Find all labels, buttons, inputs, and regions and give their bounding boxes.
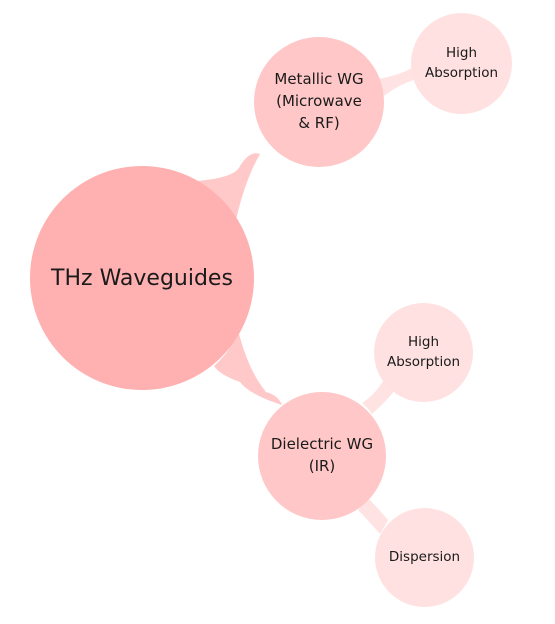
connector-root-dielectric xyxy=(214,330,282,405)
connector-dielectric-leaf-bottom xyxy=(358,498,388,534)
root-node-label: THz Waveguides xyxy=(51,265,233,291)
connector-root-metallic xyxy=(196,153,260,220)
leaf-node-label: High Absorption xyxy=(424,44,499,81)
connector-metallic-leaf xyxy=(378,67,416,96)
leaf-node-metallic-high-absorption: High Absorption xyxy=(411,13,512,114)
leaf-node-dispersion: Dispersion xyxy=(375,508,474,607)
leaf-node-label: High Absorption xyxy=(386,333,461,370)
branch-node-metallic-wg: Metallic WG (Microwave & RF) xyxy=(254,37,384,167)
branch-node-label: Metallic WG (Microwave & RF) xyxy=(274,70,364,132)
branch-node-dielectric-wg: Dielectric WG (IR) xyxy=(258,392,386,520)
branch-node-label: Dielectric WG (IR) xyxy=(270,435,374,475)
root-node: THz Waveguides xyxy=(30,166,254,390)
leaf-node-label: Dispersion xyxy=(388,548,461,565)
leaf-node-dielectric-high-absorption: High Absorption xyxy=(374,303,473,402)
